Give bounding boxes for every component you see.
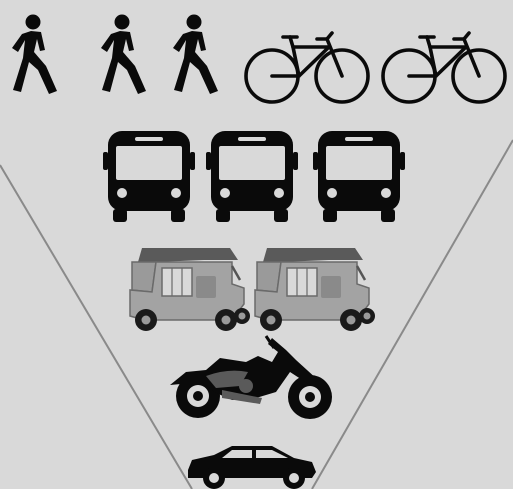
tier-auto-rickshaws bbox=[130, 248, 375, 331]
funnel-left-line bbox=[0, 165, 192, 489]
car-icon bbox=[188, 446, 316, 489]
tier-walking-cycling bbox=[12, 15, 505, 103]
bus-icon bbox=[206, 131, 298, 222]
bicycle-icon bbox=[383, 33, 505, 102]
pedestrian-icon bbox=[101, 15, 146, 95]
tier-buses bbox=[103, 131, 405, 222]
bus-icon bbox=[103, 131, 195, 222]
bicycle-icon bbox=[246, 33, 368, 102]
pedestrian-icon bbox=[173, 15, 218, 95]
pedestrian-icon bbox=[12, 15, 57, 95]
motorcycle-icon bbox=[170, 336, 332, 419]
bus-icon bbox=[313, 131, 405, 222]
auto-rickshaw-icon bbox=[130, 248, 250, 331]
auto-rickshaw-icon bbox=[255, 248, 375, 331]
